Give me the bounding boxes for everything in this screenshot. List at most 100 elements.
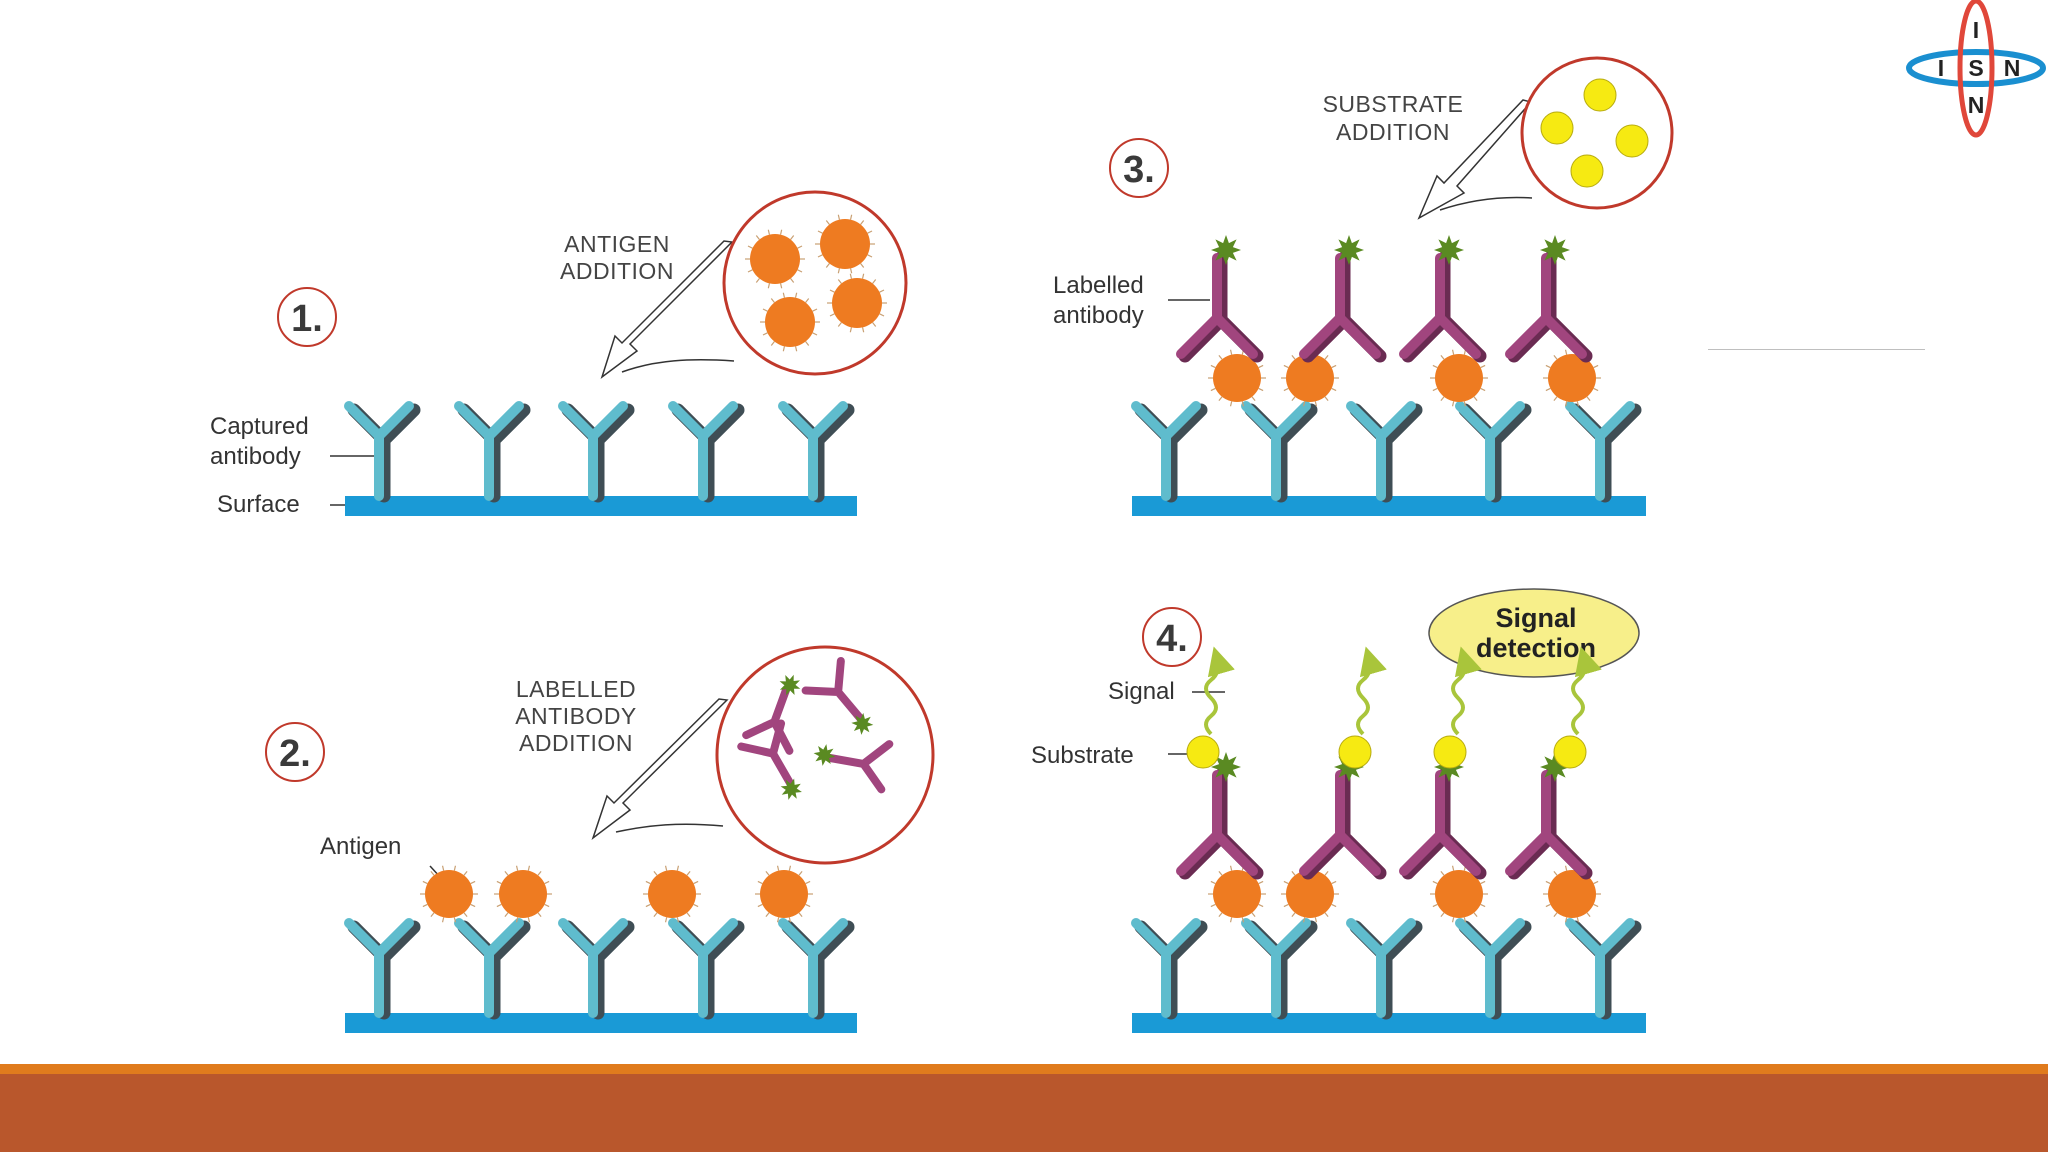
step-number-4: 4. (1156, 618, 1188, 660)
step-number-circle-1 (277, 287, 337, 347)
label-tag-icon (1211, 235, 1241, 265)
footer-accent-stripe (0, 1064, 2048, 1074)
capture-antibody (668, 918, 745, 1020)
substrate-molecule (1553, 735, 1587, 769)
labelled-antibody-addition-label-line2: ANTIBODY (515, 703, 637, 729)
capture-antibody (1455, 401, 1532, 503)
antigen-particle (815, 214, 875, 274)
antigen-particle (1281, 865, 1339, 923)
capture-antibody (1346, 918, 1423, 1020)
capture-antibody (344, 401, 421, 503)
capture-antibody (1131, 918, 1208, 1020)
label-tag-icon (851, 712, 874, 735)
substrate-molecule (1186, 735, 1220, 769)
label-tag-icon (1334, 235, 1364, 265)
footer-band (0, 1074, 2048, 1152)
antigen-particle (494, 865, 552, 923)
bound-antigen-row-4 (1208, 865, 1601, 923)
logo-horizontal-ring (1906, 49, 2046, 87)
capture-antibody (454, 401, 531, 503)
signal-emission-row (1186, 646, 1602, 769)
signal-emission (1356, 646, 1387, 736)
decorative-rule (1708, 349, 1925, 350)
capture-antibody (668, 401, 745, 503)
substrate-label: Substrate (1031, 742, 1134, 769)
labelled-antibody-addition-arrow-tail (615, 823, 724, 833)
substrate-zoom-group (1540, 78, 1649, 188)
capture-antibody-row (344, 401, 855, 503)
capture-antibody (778, 918, 855, 1020)
labelled-antibody-label-line2: antibody (1053, 302, 1144, 329)
labelled-antibody (1399, 752, 1487, 880)
bound-antigen-row (420, 865, 813, 923)
labelled-antibody (1505, 235, 1593, 363)
capture-antibody (558, 918, 635, 1020)
antigen-particle (1281, 349, 1339, 407)
logo-letter-bottom: N (1968, 92, 1985, 118)
substrate-molecule (1338, 735, 1372, 769)
label-tag-icon (1540, 235, 1570, 265)
capture-antibody-row-3 (1131, 401, 1642, 503)
labelled-antibody-row (1176, 235, 1593, 363)
labelled-antibody-label-line1: Labelled (1053, 272, 1144, 299)
signal-emission (1451, 646, 1482, 736)
captured-antibody-label-line2: antibody (210, 443, 301, 470)
antigen-particle (1543, 865, 1601, 923)
labelled-antibody-row-4 (1176, 752, 1593, 880)
signal-detection-label-line1: Signal (1495, 603, 1576, 633)
signal-emission (1571, 646, 1602, 736)
labelled-antibody-zoom-group (737, 656, 894, 800)
label-tag-icon (1211, 752, 1241, 782)
substrate-zoom-circle (1520, 56, 1674, 210)
substrate-addition-arrow (1417, 99, 1533, 220)
logo-vertical-ring (1957, 0, 1995, 138)
antigen-particle (745, 229, 805, 289)
capture-antibody (1241, 401, 1318, 503)
labelled-antibody (1299, 235, 1387, 363)
label-tag-icon (780, 778, 802, 800)
substrate-molecule (1540, 111, 1574, 145)
capture-antibody (778, 401, 855, 503)
capture-antibody (1565, 918, 1642, 1020)
substrate-molecule (1433, 735, 1467, 769)
antigen-zoom-group (745, 214, 887, 352)
capture-antibody (1131, 401, 1208, 503)
surface-plate (345, 496, 857, 516)
free-labelled-antibody (801, 656, 874, 735)
labelled-antibody-addition-label-line1: LABELLED (516, 676, 636, 702)
signal-label: Signal (1108, 678, 1175, 705)
logo-letter-left: I (1938, 55, 1944, 81)
substrate-addition-label-line2: ADDITION (1336, 119, 1450, 145)
labelled-antibody (1399, 235, 1487, 363)
step-number-1: 1. (291, 298, 323, 340)
surface-plate-4 (1132, 1013, 1646, 1033)
signal-detection-label-line2: detection (1476, 633, 1596, 663)
labelled-antibody (1176, 752, 1264, 880)
substrate-addition-label-line1: SUBSTRATE (1323, 91, 1464, 117)
antigen-particle (755, 865, 813, 923)
antigen-particle (1543, 349, 1601, 407)
capture-antibody-row-2 (344, 918, 855, 1020)
capture-antibody (1455, 918, 1532, 1020)
capture-antibody (1241, 918, 1318, 1020)
surface-plate-3 (1132, 496, 1646, 516)
captured-antibody-label-line1: Captured (210, 413, 309, 440)
panel-2: 2. LABELLED ANTIBODY ADDITION Antigen (265, 645, 935, 1033)
step-number-2: 2. (279, 733, 311, 775)
labelled-antibody-addition-arrow (591, 698, 729, 841)
label-tag-icon (779, 674, 801, 696)
logo-letter-top: I (1973, 17, 1979, 43)
capture-antibody-row-4 (1131, 918, 1642, 1020)
logo-letter-right: N (2004, 55, 2021, 81)
capture-antibody (1565, 401, 1642, 503)
surface-label: Surface (217, 491, 300, 518)
antigen-label: Antigen (320, 833, 401, 860)
logo-letter-center: S (1968, 55, 1983, 81)
labelled-antibody (1176, 235, 1264, 363)
step-number-circle-4 (1142, 607, 1202, 667)
antigen-particle (827, 273, 887, 333)
labelled-antibody (1505, 752, 1593, 880)
panel-1: 1. ANTIGEN ADDITION Captured antibody Su… (210, 190, 908, 518)
